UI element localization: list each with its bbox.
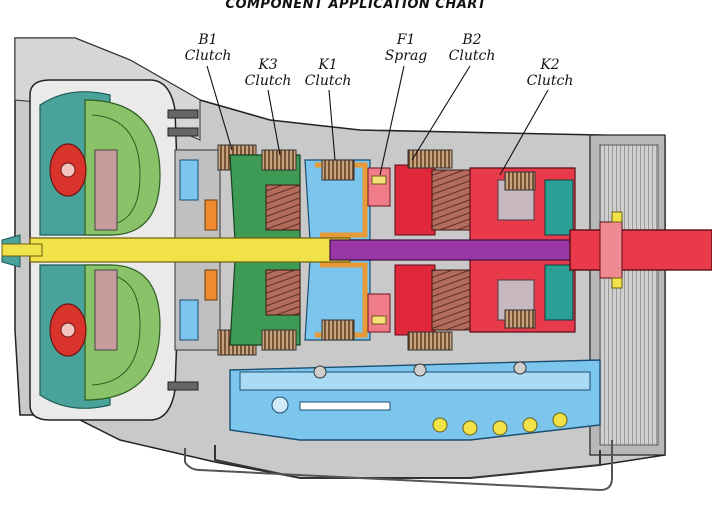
b1-label-line1: B1 xyxy=(198,32,218,48)
k2-label-line1: K2 xyxy=(540,57,560,73)
mainshaft xyxy=(329,239,591,261)
k2-clutch xyxy=(469,167,576,333)
k1-label-line2: Clutch xyxy=(304,73,352,89)
k1-clutch-label: K1 Clutch xyxy=(300,57,356,89)
b2-label-line1: B2 xyxy=(462,32,482,48)
b1-label-line2: Clutch xyxy=(184,48,232,64)
k3-label-line2: Clutch xyxy=(244,73,292,89)
k3-label-line1: K3 xyxy=(258,57,278,73)
k3-clutch-label: K3 Clutch xyxy=(240,57,296,89)
oil-pan xyxy=(184,440,613,492)
chart-title: COMPONENT APPLICATION CHART xyxy=(225,0,487,12)
f1-sprag xyxy=(367,167,391,333)
f1-label-line1: F1 xyxy=(396,32,416,48)
b1-clutch-label: B1 Clutch xyxy=(180,32,236,64)
output-shaft xyxy=(569,211,712,289)
k2-clutch-label: K2 Clutch xyxy=(522,57,578,89)
leader-lines xyxy=(206,65,549,176)
torque-converter xyxy=(1,79,181,421)
k3-clutch xyxy=(229,149,301,351)
input-shaft xyxy=(1,237,351,263)
valve-body xyxy=(229,359,601,441)
b2-label-line2: Clutch xyxy=(448,48,496,64)
k1-label-line1: K1 xyxy=(318,57,338,73)
f1-label-line2: Sprag xyxy=(384,48,428,64)
b2-clutch-label: B2 Clutch xyxy=(444,32,500,64)
k2-label-line2: Clutch xyxy=(526,73,574,89)
f1-sprag-label: F1 Sprag xyxy=(378,32,434,64)
